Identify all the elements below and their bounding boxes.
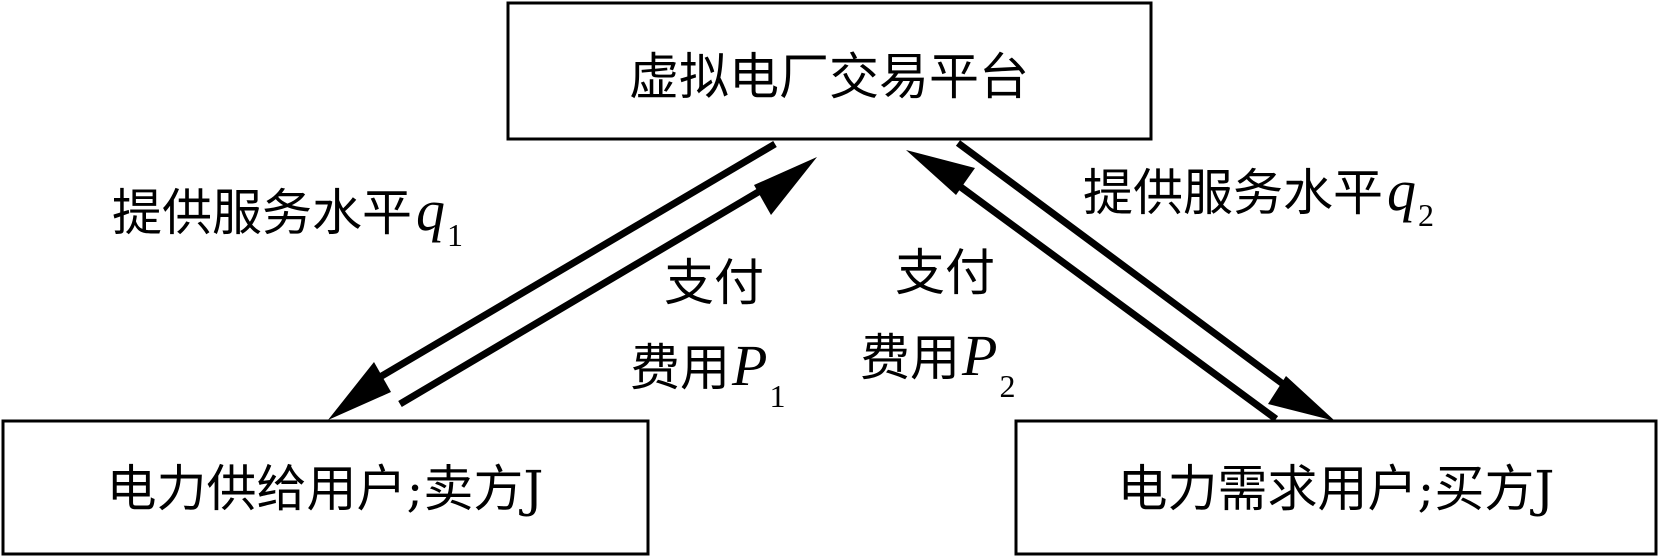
- arrow-seller-to-platform: [398, 157, 817, 408]
- arrow-platform-to-seller: [328, 140, 777, 420]
- platform-node: 虚拟电厂交易平台: [506, 1, 1153, 141]
- left-payment-label: 支付 费用P1: [630, 254, 785, 414]
- seller-label: 电力供给用户;卖方J: [107, 460, 544, 518]
- arrow-platform-to-buyer: [955, 140, 1335, 421]
- left-payment-line1: 支付: [664, 254, 764, 312]
- left-service-label: 提供服务水平q1: [112, 178, 463, 253]
- buyer-node: 电力需求用户;买方J: [1014, 419, 1658, 556]
- arrow-buyer-to-platform: [906, 150, 1279, 422]
- seller-node: 电力供给用户;卖方J: [1, 419, 650, 556]
- right-payment-label: 支付 费用P2: [860, 244, 1015, 404]
- right-payment-line1: 支付: [895, 244, 995, 302]
- right-service-label: 提供服务水平q2: [1083, 158, 1434, 233]
- right-payment-line2: 费用P2: [860, 323, 1015, 404]
- left-payment-line2: 费用P1: [630, 333, 785, 414]
- buyer-label: 电力需求用户;买方J: [1118, 460, 1555, 518]
- platform-label: 虚拟电厂交易平台: [629, 48, 1029, 106]
